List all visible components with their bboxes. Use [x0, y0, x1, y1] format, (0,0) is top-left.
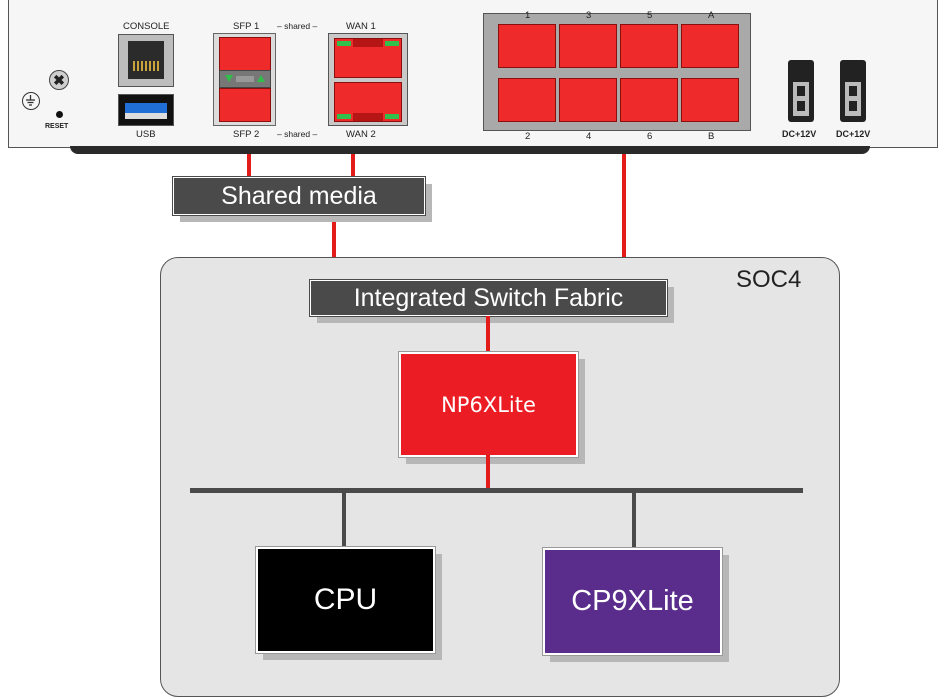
- switch-port-b[interactable]: [681, 78, 739, 122]
- power-connector-2[interactable]: [840, 60, 866, 122]
- np6xlite-text: NP6XLite: [441, 392, 536, 417]
- wan2-port[interactable]: [334, 82, 402, 122]
- shared-media-text: Shared media: [221, 181, 377, 210]
- switch-port-5[interactable]: [620, 24, 678, 68]
- switch-port-a[interactable]: [681, 24, 739, 68]
- switch-port-4[interactable]: [559, 78, 617, 122]
- system-bus: [190, 488, 803, 493]
- wan1-label: WAN 1: [346, 21, 376, 32]
- wan2-label: WAN 2: [346, 129, 376, 140]
- cp9xlite-block: CP9XLite: [542, 547, 723, 656]
- screw-icon: ✖: [49, 70, 69, 90]
- switch-port-6[interactable]: [620, 78, 678, 122]
- switch-label-a: A: [708, 10, 715, 21]
- switch-port-2[interactable]: [498, 78, 556, 122]
- sfp2-label: SFP 2: [233, 129, 260, 140]
- shared-media-label: Shared media: [172, 176, 426, 216]
- ground-icon: [22, 92, 40, 110]
- switch-label-2: 2: [525, 131, 531, 142]
- switch-label-3: 3: [586, 10, 592, 21]
- switch-label-4: 4: [586, 131, 592, 142]
- usb-port[interactable]: [118, 94, 174, 126]
- reset-label: RESET: [45, 123, 69, 130]
- wire-switch-to-fabric: [622, 154, 626, 284]
- soc4-label: SOC4: [736, 266, 802, 293]
- wire-sfp: [247, 154, 251, 180]
- wan1-port[interactable]: [334, 38, 402, 78]
- wire-np-to-bus: [486, 455, 490, 490]
- switch-fabric-text: Integrated Switch Fabric: [353, 283, 624, 312]
- wire-wan: [351, 154, 355, 180]
- panel-base-shadow: [70, 146, 870, 154]
- usb-label: USB: [136, 129, 156, 140]
- cpu-text: CPU: [313, 583, 378, 616]
- bus-drop-cpu: [342, 493, 346, 547]
- sfp1-port[interactable]: [219, 37, 271, 71]
- shared-top-label: – shared –: [277, 21, 318, 31]
- cpu-block: CPU: [255, 546, 436, 654]
- switch-fabric-label: Integrated Switch Fabric: [309, 279, 668, 317]
- np6xlite-block: NP6XLite: [398, 351, 579, 458]
- console-port[interactable]: [118, 34, 174, 87]
- wire-fabric-to-np: [486, 316, 490, 354]
- switch-label-1: 1: [525, 10, 531, 21]
- wire-shared-to-fabric: [332, 213, 336, 285]
- sfp1-label: SFP 1: [233, 21, 260, 32]
- sfp2-port[interactable]: [219, 88, 271, 122]
- power-connector-1[interactable]: [788, 60, 814, 122]
- cp9xlite-text: CP9XLite: [571, 585, 694, 617]
- reset-button[interactable]: [56, 111, 63, 118]
- console-label: CONSOLE: [123, 21, 170, 32]
- bus-drop-cp: [632, 493, 636, 548]
- sfp-latch: [219, 70, 271, 88]
- power2-label: DC+12V: [836, 129, 871, 139]
- switch-label-6: 6: [647, 131, 653, 142]
- switch-label-5: 5: [647, 10, 653, 21]
- switch-port-1[interactable]: [498, 24, 556, 68]
- power1-label: DC+12V: [782, 129, 817, 139]
- switch-label-b: B: [708, 131, 715, 142]
- switch-port-3[interactable]: [559, 24, 617, 68]
- shared-bottom-label: – shared –: [277, 129, 318, 139]
